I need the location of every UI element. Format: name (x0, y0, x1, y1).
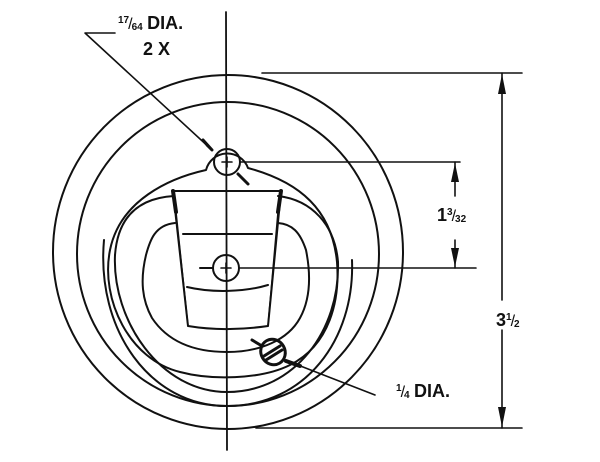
whole-number: 3 (496, 310, 507, 330)
overall-diameter-label: 31/2 (496, 311, 520, 330)
leader-drain-hole (250, 338, 264, 348)
fraction-denominator: 64 (131, 22, 143, 33)
fraction-numerator: 1 (506, 312, 512, 323)
fraction-denominator: 4 (404, 390, 410, 401)
fraction-numerator: 1 (396, 383, 402, 394)
fraction-slash: / (451, 208, 457, 225)
fraction-denominator: 32 (455, 214, 467, 225)
dia-suffix: DIA. (147, 13, 184, 33)
bail-inner-bottom (186, 284, 269, 292)
outer-rim (52, 74, 404, 430)
drain-hole-label: 1/4 DIA. (396, 382, 450, 401)
fraction-slash: / (128, 16, 133, 33)
inner-ring-lower-2 (102, 239, 354, 407)
mount-hole-label: 17/64 DIA. (118, 14, 183, 33)
mount-hole-qty: 2 X (143, 39, 171, 59)
inner-ring-lower (113, 254, 340, 393)
hole-spacing-label: 13/32 (437, 206, 466, 225)
d-ring-outer (114, 195, 175, 256)
vertical-centerline (225, 11, 228, 451)
fraction-denominator: 2 (514, 319, 520, 330)
whole-number: 1 (437, 205, 448, 225)
second-ring (76, 101, 380, 407)
d-ring-inner (141, 222, 311, 353)
leader-mount-hole (84, 32, 213, 151)
fraction-numerator: 17 (118, 15, 130, 26)
d-ring-outer-right (277, 195, 339, 263)
dia-suffix: DIA. (414, 381, 451, 401)
fraction-slash: / (400, 384, 406, 401)
drain-hole (259, 337, 287, 367)
fraction-numerator: 3 (447, 207, 453, 218)
fraction-slash: / (510, 313, 516, 330)
